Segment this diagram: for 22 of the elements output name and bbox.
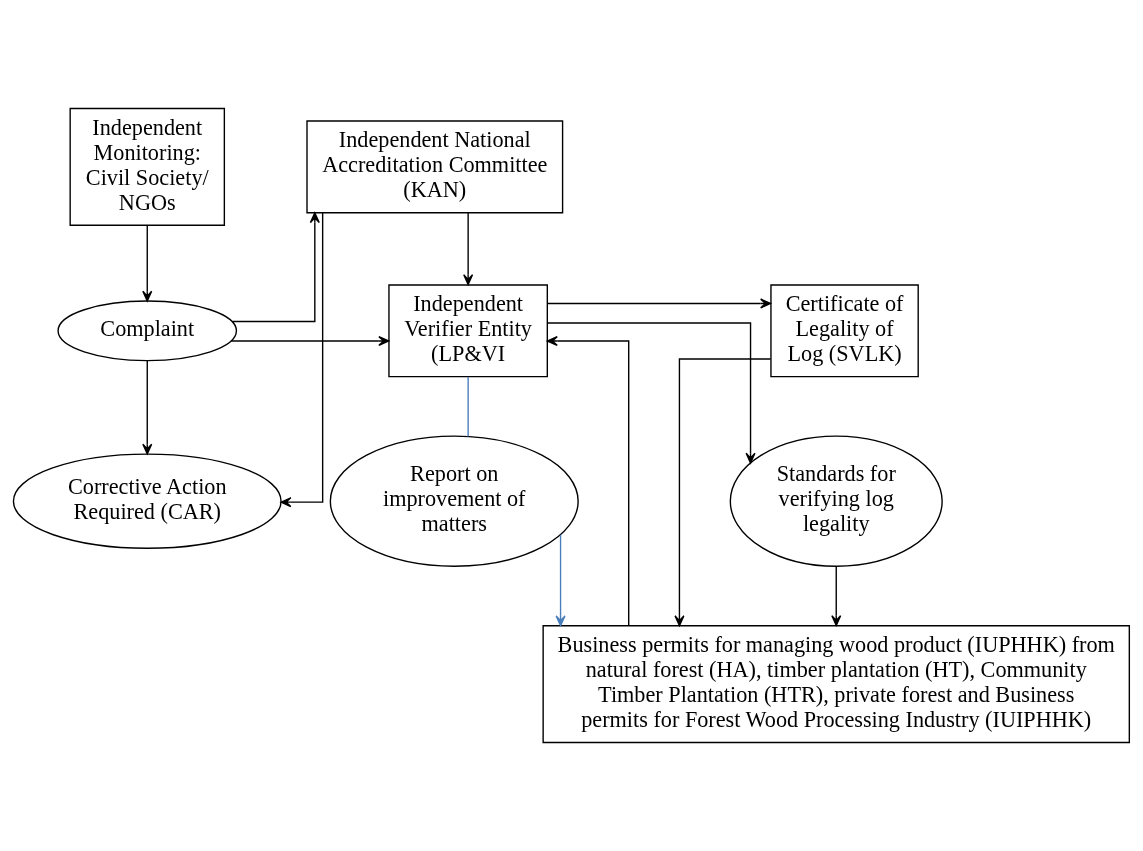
node-ellipse: Standards for verifying log legality: [729, 435, 943, 567]
arrow: [230, 335, 390, 347]
node-box: Certificate of Legality of Log (SVLK): [770, 284, 919, 378]
node-box: Independent Verifier Entity (LP&VI: [388, 284, 548, 378]
arrow: [831, 565, 842, 627]
arrow: [546, 322, 756, 464]
arrow: [142, 359, 153, 455]
arrow: [463, 212, 474, 286]
arrow: [674, 358, 772, 627]
arrow: [546, 298, 772, 309]
node-ellipse: Report on improvement of matters: [329, 435, 579, 567]
connector: [467, 376, 469, 438]
arrow: [231, 212, 320, 323]
node-ellipse: Corrective Action Required (CAR): [12, 453, 282, 549]
node-box: Business permits for managing wood product (IUPHHK) from natural forest (HA), timber plantation (HT), Community Timber Plantation (HTR), private forest and Business permits for Forest Wood Processing Industry (IUIPHHK): [542, 625, 1131, 744]
arrow: [280, 212, 324, 508]
node-ellipse: Complaint: [57, 300, 238, 362]
node-box: Independent Monitoring: Civil Society/ NGOs: [69, 107, 226, 226]
arrow: [546, 335, 630, 627]
node-box: Independent National Accreditation Committee (KAN): [306, 120, 564, 214]
arrow: [142, 224, 153, 302]
arrow: [555, 534, 566, 627]
